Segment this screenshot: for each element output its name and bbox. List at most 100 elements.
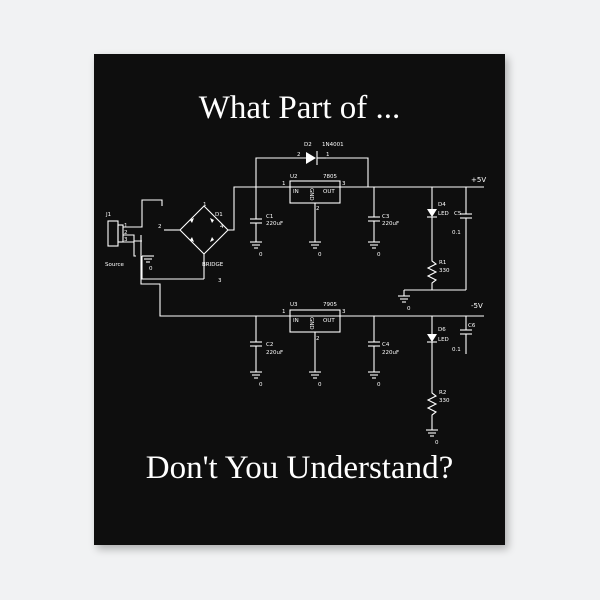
regulator-ref: U3 <box>290 302 298 308</box>
led-d4: D4 LED <box>427 187 449 254</box>
capacitor-c2: C2 220uF <box>250 316 283 372</box>
capacitor-value: 220uF <box>382 221 399 227</box>
wire <box>326 157 369 187</box>
wire <box>255 157 306 187</box>
regulator-pin-gnd: 2 <box>316 206 320 212</box>
wire <box>123 241 136 257</box>
regulator-gnd-label: GND <box>308 188 314 201</box>
regulator-pin-out: 3 <box>342 309 346 315</box>
ground-label: 0 <box>435 440 439 446</box>
negative-rail-label: -5V <box>471 302 483 310</box>
led-symbol <box>427 209 437 217</box>
regulator-ref: U2 <box>290 174 298 180</box>
ground-symbol: 0 <box>250 241 263 258</box>
regulator-u2: U2 7805 IN OUT GND 1 3 2 <box>282 174 346 242</box>
resistor-value: 330 <box>439 268 450 274</box>
ground-symbol: 0 <box>309 241 322 258</box>
wire <box>123 199 163 228</box>
led-label: LED <box>438 211 449 217</box>
regulator-out-label: OUT <box>323 189 335 195</box>
capacitor-ref: C2 <box>266 342 273 348</box>
resistor-symbol <box>426 386 438 430</box>
circuit-schematic: J1 1 2 3 Source 2 1 4 3 D1 B <box>105 142 486 446</box>
resistor-r1: R1 330 <box>426 254 450 290</box>
regulator-part: 7805 <box>323 174 337 180</box>
connector-j1: J1 1 2 3 Source <box>105 212 128 268</box>
ground-label: 0 <box>259 382 263 388</box>
ground-symbol: 0 <box>368 371 381 388</box>
ground-symbol: 0 <box>426 429 439 446</box>
resistor-value: 330 <box>439 398 450 404</box>
diode-part: 1N4001 <box>322 142 344 148</box>
resistor-ref: R2 <box>439 390 446 396</box>
ground-label: 0 <box>149 266 153 272</box>
regulator-in-label: IN <box>293 189 299 195</box>
ground-symbol: 0 <box>250 371 263 388</box>
ground-label: 0 <box>318 382 322 388</box>
capacitor-c1: C1 220uF <box>250 187 283 242</box>
connector-pin-3: 3 <box>124 237 128 243</box>
capacitor-ref: C3 <box>382 214 390 220</box>
connector-body <box>107 220 119 247</box>
poster-top-line: What Part of ... <box>198 90 401 126</box>
resistor-symbol <box>426 254 438 290</box>
regulator-pin-in: 1 <box>282 309 286 315</box>
regulator-in-label: IN <box>293 318 299 324</box>
capacitor-ref: C6 <box>468 323 476 329</box>
wire <box>140 235 332 317</box>
led-d6: D6 LED <box>427 316 449 386</box>
ground-label: 0 <box>377 252 381 258</box>
poster: What Part of ... J1 1 2 3 Source 2 <box>94 54 505 545</box>
resistor-r2: R2 330 <box>426 386 450 430</box>
ground-symbol: 0 <box>309 371 322 388</box>
connector-label: Source <box>105 262 125 268</box>
diode-pin-2: 2 <box>297 152 301 158</box>
bridge-diode-mark <box>190 237 194 242</box>
ground-label: 0 <box>377 382 381 388</box>
diode-d2: D2 1N4001 2 1 <box>255 142 369 187</box>
capacitor-ref: C4 <box>382 342 390 348</box>
diode-pin-1: 1 <box>326 152 330 158</box>
regulator-u3: U3 7905 IN OUT GND 1 3 2 <box>282 302 346 372</box>
ground-label: 0 <box>407 306 411 312</box>
connector-pin-block <box>117 224 124 243</box>
bridge-pin-4: 4 <box>220 224 224 230</box>
capacitor-c6: C6 0.1 <box>452 316 476 354</box>
bridge-diode-mark <box>190 218 194 223</box>
wire <box>123 234 142 242</box>
capacitor-ref: C5 <box>454 211 462 217</box>
regulator-pin-out: 3 <box>342 181 346 187</box>
bridge-diode-mark <box>210 237 214 242</box>
connector-ref: J1 <box>105 212 111 218</box>
regulator-gnd-label: GND <box>308 317 314 330</box>
bridge-pin-3: 3 <box>218 278 222 284</box>
bridge-pin-2: 2 <box>158 224 162 230</box>
positive-rail-label: +5V <box>471 176 486 184</box>
regulator-pin-in: 1 <box>282 181 286 187</box>
capacitor-value: 0.1 <box>452 347 461 353</box>
ground-symbol: 0 <box>368 241 381 258</box>
bridge-label: BRIDGE <box>202 262 224 268</box>
resistor-ref: R1 <box>439 260 446 266</box>
capacitor-ref: C1 <box>266 214 273 220</box>
led-symbol <box>427 334 437 342</box>
capacitor-c4: C4 220uF <box>368 316 399 372</box>
capacitor-c5: C5 0.1 <box>452 187 472 290</box>
ground-label: 0 <box>318 252 322 258</box>
bridge-rectifier: 2 1 4 3 D1 BRIDGE <box>158 202 230 284</box>
capacitor-value: 220uF <box>266 350 283 356</box>
bridge-pin-1: 1 <box>203 202 207 208</box>
led-ref: D4 <box>438 202 446 208</box>
ground-symbol: 0 <box>142 255 154 272</box>
connector-pin-2: 2 <box>124 230 128 236</box>
capacitor-value: 220uF <box>266 221 283 227</box>
regulator-out-label: OUT <box>323 318 335 324</box>
led-label: LED <box>438 337 449 343</box>
capacitor-value: 0.1 <box>452 230 461 236</box>
bridge-ref: D1 <box>215 212 223 218</box>
ground-symbol: 0 <box>398 290 411 312</box>
capacitor-c3: C3 220uF <box>368 187 399 242</box>
connector-pin-1: 1 <box>124 223 128 229</box>
wire <box>141 256 204 280</box>
bridge-diode-mark <box>210 218 214 223</box>
